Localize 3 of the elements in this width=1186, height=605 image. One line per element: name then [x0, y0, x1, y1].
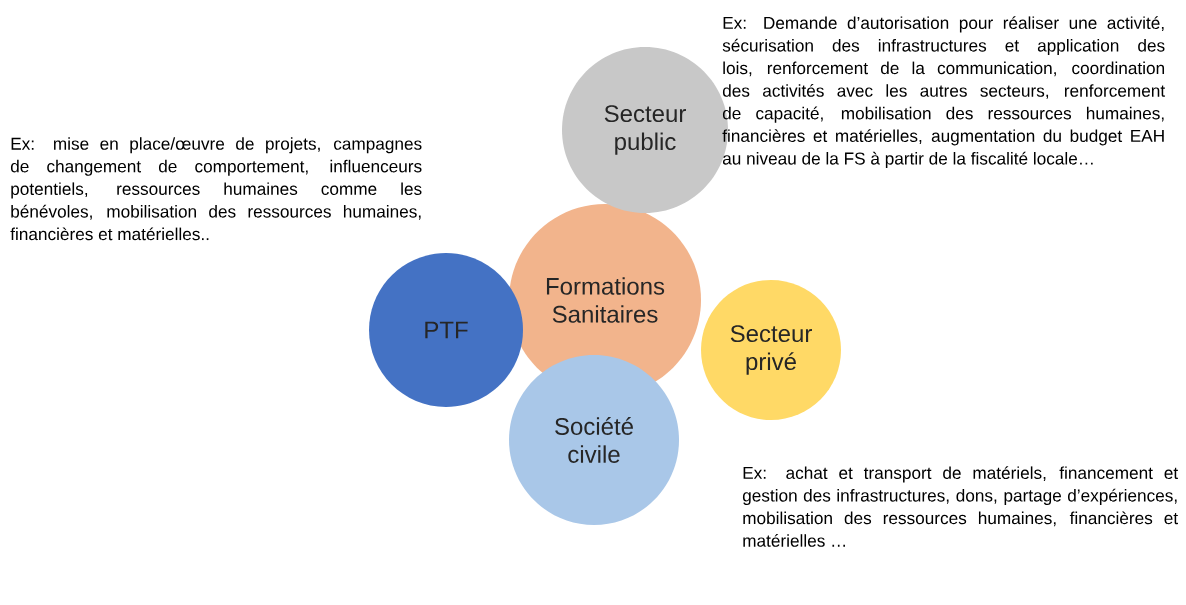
example-text: Ex: achat et transport de matériels, financement et gestion des infrastructures, dons, partage d’expériences, mobilisation des ressources humaines, financières et matérielles …: [742, 466, 1178, 547]
example-text: Ex: Demande d’autorisation pour réaliser une activité, sécurisation des infrastructures et application des lois, renforcement de la communication, coordination des activités avec les autres secteurs, renforcement de capacité, mobilisation des ressources humaines, financières et matérielles, augmentation du budget EAH au niveau de la FS à partir de la fiscalité locale…: [722, 16, 1165, 169]
example-text: Ex: mise en place/œuvre de projets, campagnes de changement de comportement, influenceurs potentiels, ressources humaines comme les bénévoles, mobilisation des ressources humaines, financières et matérielles..: [10, 137, 422, 241]
